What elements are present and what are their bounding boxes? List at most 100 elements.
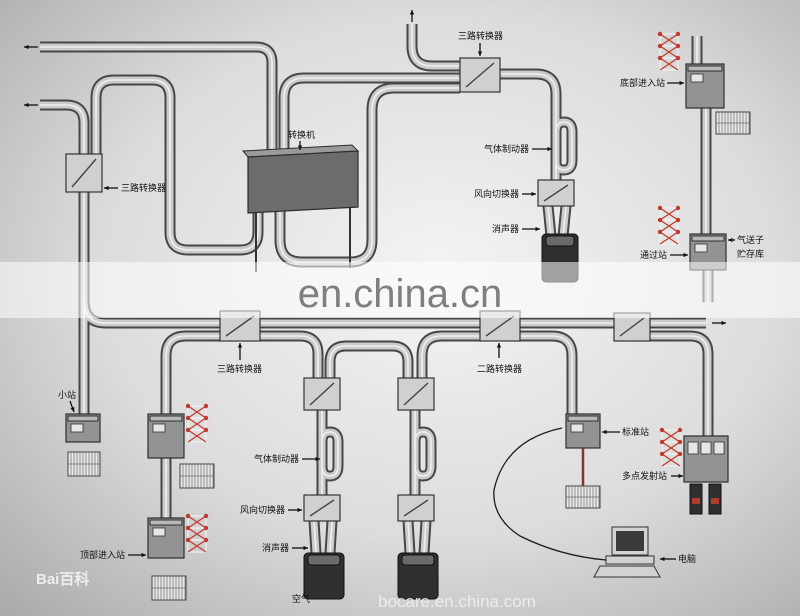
pipe-top-chain-highlight: [500, 73, 557, 180]
small-station-cap: [67, 415, 99, 422]
column1-converter: [303, 377, 341, 411]
arrow-icon: [522, 226, 540, 232]
rack-brace: [187, 515, 207, 529]
computer-cable: [493, 427, 607, 561]
arrow-head: [409, 10, 415, 15]
label-arrows: [24, 10, 735, 562]
rack-node: [675, 55, 681, 61]
baskets: [67, 111, 751, 601]
pipe-column1-silencer-highlight: [329, 520, 333, 554]
rack-node: [657, 217, 663, 223]
basket-icon: [715, 111, 751, 135]
rack-brace: [659, 45, 679, 59]
pipe-column-arch-highlight: [329, 345, 409, 378]
pipe-column2-gas-brake-highlight: [414, 431, 432, 477]
small-station: [65, 413, 101, 443]
arrow-icon: [671, 473, 683, 479]
arrow-icon: [660, 556, 676, 562]
basket-mesh: [180, 464, 214, 488]
pipe-left-loop: [90, 74, 264, 256]
left-three-way-converter-switch-blade: [71, 158, 97, 188]
arrow-icon: [292, 545, 308, 551]
rack-segment: [659, 231, 679, 245]
rack-node: [203, 537, 209, 543]
arrow-icon: [712, 320, 726, 326]
station-rack-icon: [659, 427, 683, 467]
rack-brace: [661, 429, 681, 443]
pass-through-station-screen: [694, 243, 708, 253]
footer-url-watermark: bocare.en.china.com: [378, 592, 536, 611]
pipe-top-chain: [500, 68, 562, 180]
arrow-head: [24, 102, 29, 108]
pipe-top-outlet-fill: [408, 24, 460, 70]
arrow-head: [535, 226, 540, 232]
top-entry-station-cap: [149, 519, 183, 526]
rack-segment: [659, 57, 679, 71]
standard-station-cap: [567, 415, 599, 422]
arrow-head: [679, 80, 684, 86]
pass-through-station-cap: [691, 235, 725, 242]
basket-mesh: [152, 576, 186, 600]
column1-air-direction-switch-body: [303, 494, 341, 522]
arrow-icon: [532, 146, 552, 152]
bottom-entry-station-cap: [687, 65, 723, 72]
column2-air-direction-switch: [397, 494, 435, 522]
arrow-icon: [24, 102, 38, 108]
rack-node: [185, 525, 191, 531]
rack-node: [185, 415, 191, 421]
rack-node: [677, 439, 683, 445]
arrow-icon: [409, 10, 415, 22]
arrow-icon: [128, 552, 146, 558]
rack-brace: [187, 417, 207, 431]
vacuum-pump: [303, 552, 345, 600]
vacuum-pump: [397, 552, 439, 600]
bottom-entry-station: [685, 63, 725, 109]
arrow-head: [297, 507, 302, 513]
arrow-head: [531, 191, 536, 197]
arrow-head: [70, 407, 75, 412]
arrow-head: [477, 51, 483, 56]
rack-node: [203, 525, 209, 531]
label-bottom-entry-station: 底部进入站: [620, 77, 665, 89]
label-pass-through-station: 通过站: [640, 249, 667, 261]
label-top-air-direction-switch: 风向切换器: [474, 188, 519, 200]
pipe-left-loop-fill: [92, 76, 262, 254]
pipe-column1-gas-brake-highlight: [321, 431, 339, 477]
rack-node: [185, 513, 191, 519]
column1-air-direction-switch-switch-blade: [309, 499, 335, 517]
basket-icon: [151, 575, 187, 601]
rack-node: [657, 55, 663, 61]
label-carrier-storage-line1: 气送子: [737, 234, 764, 246]
rack-brace: [659, 207, 679, 221]
rack-brace: [187, 527, 207, 541]
rack-brace: [187, 405, 207, 419]
rack-brace: [659, 57, 679, 71]
arrow-head: [728, 237, 733, 243]
label-bottom-gas-brake: 气体制动器: [254, 453, 299, 465]
standard-station-screen: [570, 423, 584, 433]
arrow-head: [104, 185, 109, 191]
column2-converter: [397, 377, 435, 411]
computer-base: [605, 555, 655, 565]
label-top-three-way-converter: 三路转换器: [458, 30, 503, 42]
rack-brace: [661, 441, 681, 455]
pipe-standard-station-fill: [518, 332, 576, 414]
arrow-head: [678, 473, 683, 479]
pipe-column2-highlight: [421, 335, 482, 378]
label-two-way-converter: 二路转换器: [477, 363, 522, 375]
arrow-icon: [297, 141, 303, 150]
pipe-top-chain-fill: [500, 70, 560, 180]
two-way-converter-switch-blade: [485, 315, 515, 337]
arrow-head: [297, 145, 303, 150]
watermark-band: [0, 262, 800, 318]
pump-cap: [307, 554, 341, 566]
top-air-direction-switch-switch-blade: [543, 184, 569, 202]
pipe-left-loop-highlight: [95, 79, 259, 251]
rack-node: [203, 513, 209, 519]
label-standard-station: 标准站: [622, 426, 649, 438]
rack-brace: [661, 453, 681, 467]
multi-point-panel: [687, 441, 699, 455]
rack-node: [657, 205, 663, 211]
pipe-left-stations-highlight: [165, 335, 222, 414]
